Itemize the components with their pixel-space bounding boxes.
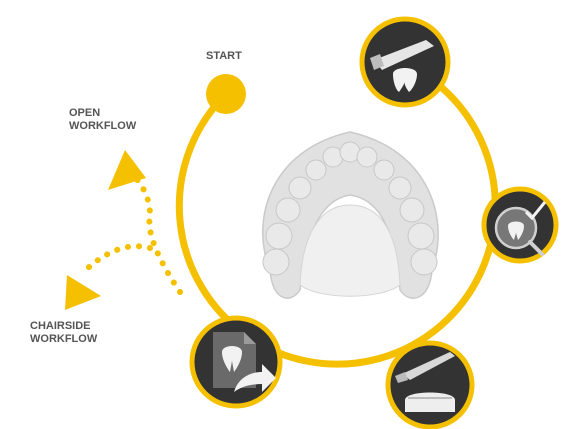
open-workflow-arrowhead (108, 150, 146, 190)
chairside-workflow-label-line1: CHAIRSIDE (30, 320, 91, 332)
step-export-node[interactable] (189, 315, 283, 409)
start-dot (206, 74, 246, 114)
step-mill-node[interactable] (385, 340, 475, 429)
step-inspect-node[interactable] (481, 186, 559, 264)
tooth-file-export-arrow-icon (213, 332, 276, 392)
open-workflow-dotted-path (125, 167, 183, 295)
start-label-text: START (206, 50, 242, 62)
dental-arch-image (262, 131, 439, 299)
magnifier-tooth-check-icon (494, 201, 547, 256)
open-workflow-label-line1: OPEN (69, 107, 101, 119)
workflow-ring (175, 50, 499, 368)
chairside-arrowhead (65, 275, 101, 310)
chairside-workflow-label: CHAIRSIDE WORKFLOW (30, 320, 97, 346)
start-label: START (206, 50, 242, 63)
open-workflow-label: OPEN WORKFLOW (69, 107, 136, 133)
scanner-wand-with-tooth-icon (370, 40, 434, 92)
scalpel-over-dental-model-icon (395, 352, 455, 412)
chairside-dotted-path (85, 243, 153, 271)
chairside-workflow-label-line2: WORKFLOW (30, 333, 98, 345)
step-scan-node[interactable] (359, 16, 451, 108)
open-workflow-label-line2: WORKFLOW (69, 120, 137, 132)
